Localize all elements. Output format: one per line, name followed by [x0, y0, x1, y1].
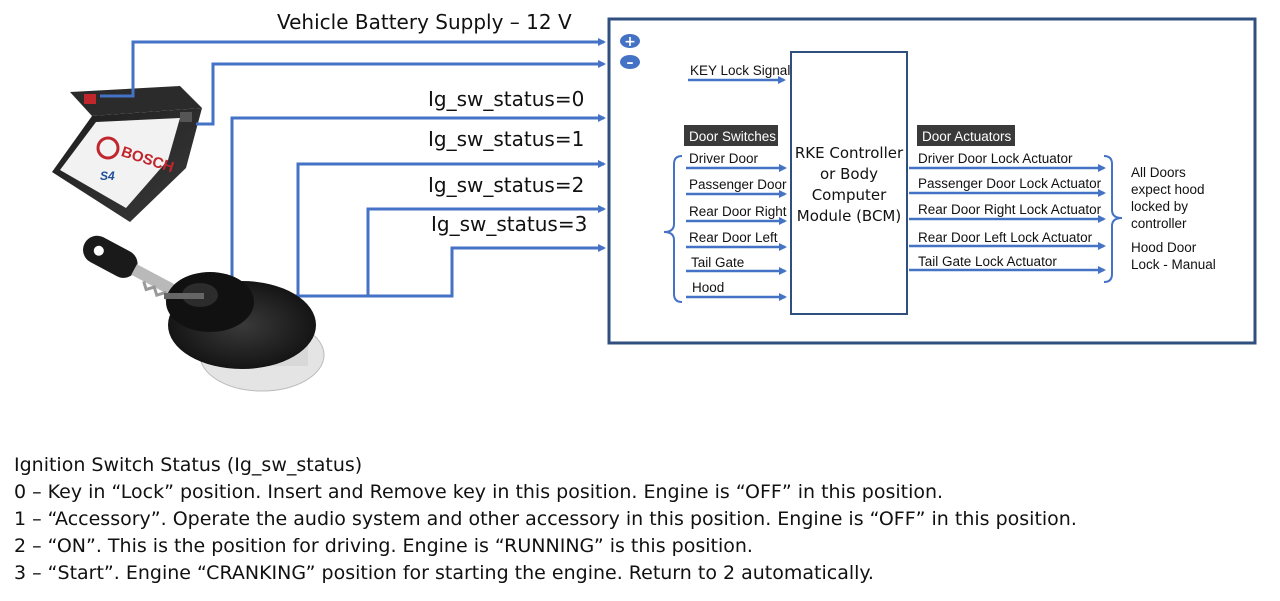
- note-all-doors-line-1: All Doors: [1131, 165, 1186, 180]
- bcm-box: [790, 51, 908, 315]
- actuator-driver-label: Driver Door Lock Actuator: [918, 151, 1073, 166]
- ignition-status-legend: Ignition Switch Status (Ig_sw_status) 0 …: [14, 452, 1274, 587]
- legend-line-2: 2 – “ON”. This is the position for drivi…: [14, 535, 753, 557]
- battery-negative-post: [180, 112, 192, 122]
- controller-enclosure: [607, 17, 1257, 345]
- note-all-doors-line-3: locked by: [1131, 199, 1188, 214]
- door-actuators-header-bg: [917, 125, 1015, 146]
- battery-positive-wire: [100, 38, 606, 98]
- door-switches-bracket: [663, 155, 683, 303]
- bcm-label-line-1: RKE Controller: [795, 144, 904, 162]
- ig-status-3-wire: [188, 244, 606, 298]
- actuator-passenger-label: Passenger Door Lock Actuator: [918, 176, 1102, 191]
- actuator-rear-left-label: Rear Door Left Lock Actuator: [918, 230, 1093, 245]
- legend-line-0: 0 – Key in “Lock” position. Insert and R…: [14, 481, 944, 503]
- minus-terminal-icon: –: [620, 55, 640, 71]
- note-all-doors-line-2: expect hood: [1131, 182, 1205, 197]
- legend-line-1: 1 – “Accessory”. Operate the audio syste…: [14, 508, 1077, 530]
- ig-status-2-wire: [366, 205, 606, 296]
- note-all-doors-line-4: controller: [1131, 216, 1187, 231]
- bcm-label-line-2: or Body: [820, 165, 878, 183]
- door-switches-header-bg: [684, 125, 778, 146]
- svg-text:+: +: [624, 34, 636, 50]
- door-actuators-header: Door Actuators: [922, 129, 1012, 144]
- ignition-switch-image: [164, 272, 325, 392]
- door-switch-hood-label: Hood: [692, 280, 724, 295]
- note-hood-line-1: Hood Door: [1131, 240, 1197, 255]
- ig-status-1-wire: [296, 160, 606, 296]
- actuator-tail-gate-label: Tail Gate Lock Actuator: [918, 254, 1057, 269]
- door-switch-passenger-label: Passenger Door: [689, 177, 787, 192]
- actuators-bracket: [1103, 155, 1123, 283]
- door-switches-header: Door Switches: [689, 129, 776, 144]
- battery-image: BOSCH S4: [52, 86, 202, 222]
- bcm-label-line-3: Computer: [812, 186, 887, 204]
- plus-terminal-icon: +: [620, 34, 640, 50]
- ig-status-0-label: Ig_sw_status=0: [428, 87, 584, 111]
- supply-label: Vehicle Battery Supply – 12 V: [277, 10, 572, 34]
- ig-status-3-label: Ig_sw_status=3: [431, 212, 587, 236]
- door-switch-rear-left-label: Rear Door Left: [689, 230, 778, 245]
- battery-positive-post: [84, 94, 96, 104]
- key-lock-signal-label: KEY Lock Signal: [690, 63, 790, 78]
- ig-status-1-label: Ig_sw_status=1: [428, 127, 584, 151]
- door-switch-tail-gate-label: Tail Gate: [691, 255, 744, 270]
- actuator-rear-right-label: Rear Door Right Lock Actuator: [918, 202, 1102, 217]
- ig-status-2-label: Ig_sw_status=2: [428, 173, 584, 197]
- door-switch-rear-right-label: Rear Door Right: [689, 204, 787, 219]
- legend-line-3: 3 – “Start”. Engine “CRANKING” position …: [14, 562, 874, 584]
- door-switch-driver-label: Driver Door: [689, 151, 759, 166]
- svg-text:–: –: [627, 55, 634, 71]
- ig-status-0-wire: [230, 114, 606, 296]
- note-hood-line-2: Lock - Manual: [1131, 257, 1216, 272]
- legend-title: Ignition Switch Status (Ig_sw_status): [14, 454, 363, 476]
- battery-model-logo: S4: [100, 169, 115, 183]
- battery-negative-wire: [196, 60, 606, 126]
- bcm-label-line-4: Module (BCM): [797, 207, 901, 225]
